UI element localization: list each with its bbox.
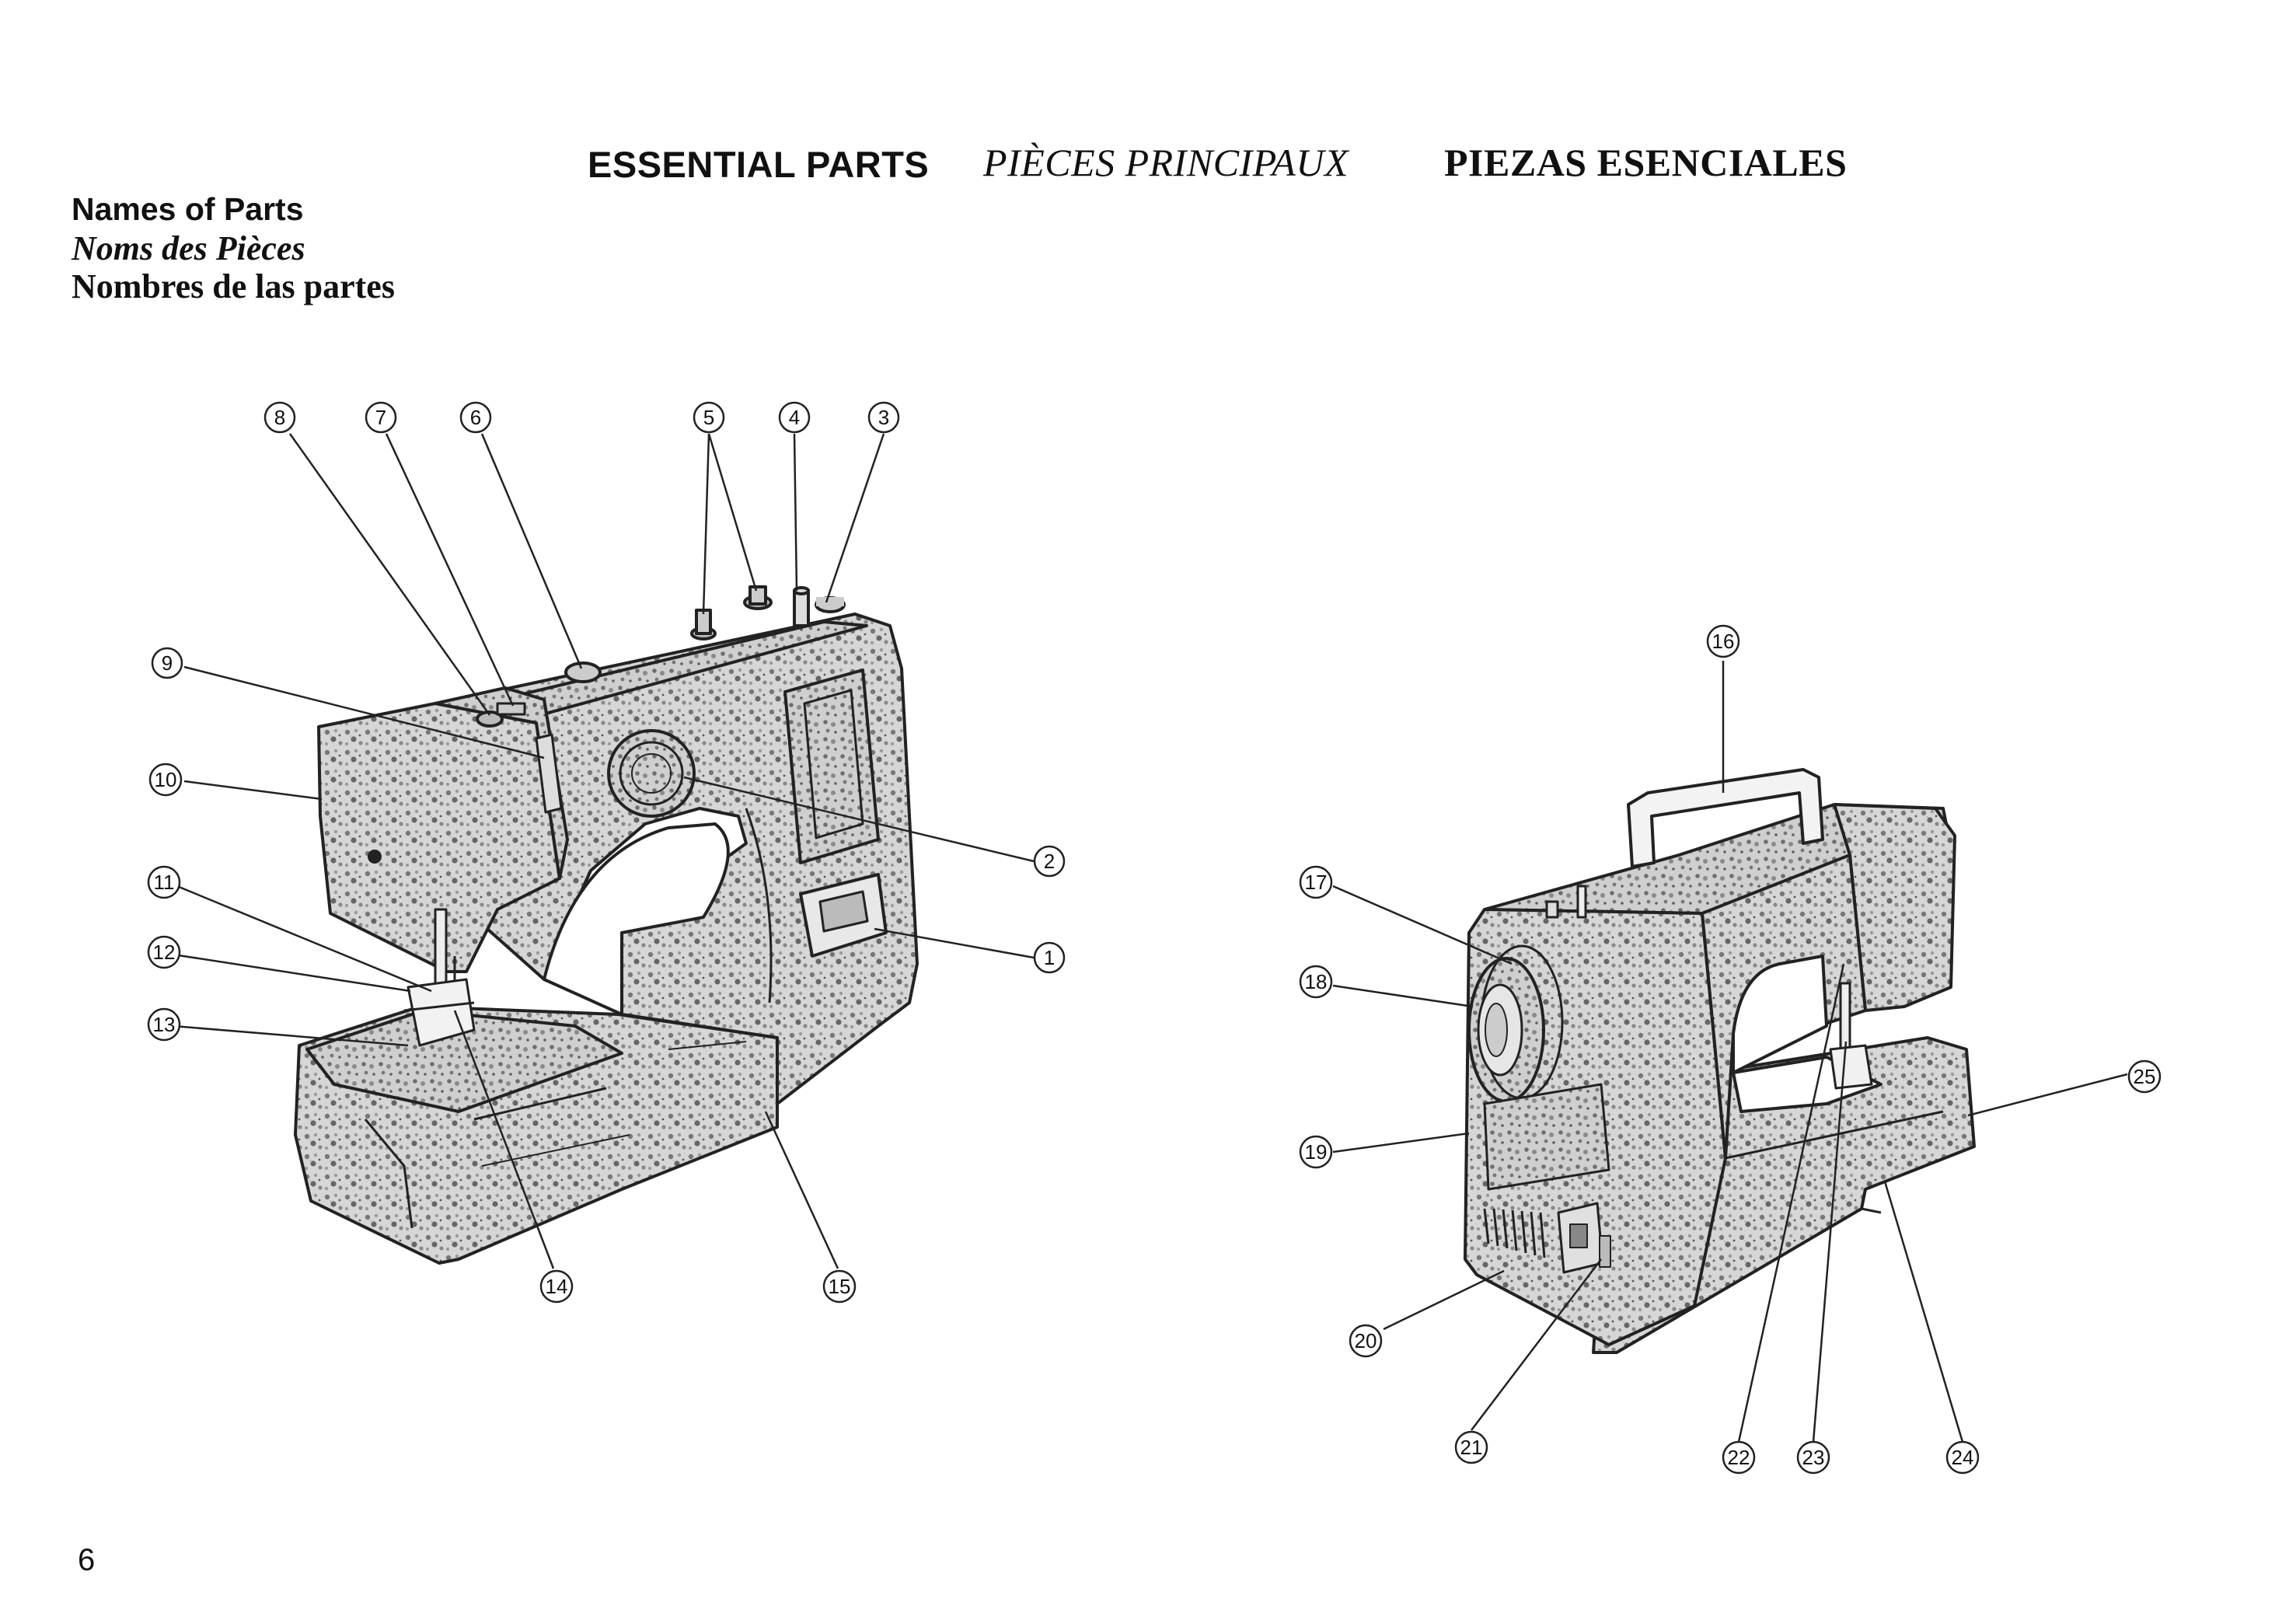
callout-14: 14 <box>539 1269 574 1304</box>
callout-11: 11 <box>147 865 181 899</box>
callout-6-label: 6 <box>470 406 481 429</box>
callout-7: 7 <box>365 401 397 434</box>
machine-front-view <box>294 585 919 1265</box>
callout-5: 5 <box>693 401 725 434</box>
callout-20-label: 20 <box>1355 1329 1377 1352</box>
title-english: ESSENTIAL PARTS <box>588 144 930 185</box>
callout-9: 9 <box>151 647 183 679</box>
callout-18: 18 <box>1299 965 1333 999</box>
callout-20: 20 <box>1349 1324 1383 1358</box>
callout-5-label: 5 <box>703 406 714 429</box>
callout-18-label: 18 <box>1305 970 1328 993</box>
callouts: 1 2 3 4 5 6 7 8 9 10 11 12 13 14 15 16 1… <box>147 401 2162 1475</box>
callout-24-label: 24 <box>1952 1446 1974 1469</box>
callout-21-label: 21 <box>1460 1436 1483 1459</box>
machine-rear-view <box>1464 768 1976 1354</box>
callout-13-label: 13 <box>153 1013 176 1036</box>
callout-25: 25 <box>2127 1059 2162 1094</box>
callout-6: 6 <box>459 401 492 434</box>
callout-19-label: 19 <box>1305 1140 1328 1164</box>
callout-1: 1 <box>1033 941 1066 974</box>
callout-7-label: 7 <box>375 406 386 429</box>
title-french: PIÈCES PRINCIPAUX <box>983 141 1349 184</box>
callout-4-label: 4 <box>789 406 800 429</box>
callout-13: 13 <box>147 1007 181 1042</box>
callout-19: 19 <box>1299 1135 1333 1169</box>
callout-22: 22 <box>1722 1440 1756 1475</box>
callout-12-label: 12 <box>153 941 176 964</box>
callout-16: 16 <box>1706 624 1740 658</box>
callout-10: 10 <box>148 763 183 797</box>
callout-17: 17 <box>1299 865 1333 899</box>
callout-23: 23 <box>1796 1440 1830 1475</box>
callout-22-label: 22 <box>1728 1446 1750 1469</box>
callout-9-label: 9 <box>162 651 173 675</box>
callout-11-label: 11 <box>154 871 175 894</box>
callout-10-label: 10 <box>155 768 177 791</box>
callout-8: 8 <box>263 401 296 434</box>
callout-1-label: 1 <box>1044 946 1055 969</box>
subtitle-french: Noms des Pièces <box>72 229 305 267</box>
callout-15: 15 <box>822 1269 857 1304</box>
callout-23-label: 23 <box>1802 1446 1825 1469</box>
callout-15-label: 15 <box>829 1275 851 1298</box>
callout-14-label: 14 <box>546 1275 568 1298</box>
subtitle-spanish: Nombres de las partes <box>72 267 395 305</box>
callout-12: 12 <box>147 935 181 969</box>
callout-2: 2 <box>1033 845 1066 878</box>
callout-16-label: 16 <box>1712 630 1735 653</box>
callout-25-label: 25 <box>2134 1065 2156 1088</box>
callout-4: 4 <box>778 401 811 434</box>
callout-17-label: 17 <box>1305 871 1328 894</box>
callout-2-label: 2 <box>1044 850 1055 873</box>
callout-3-label: 3 <box>878 406 889 429</box>
callout-3: 3 <box>867 401 900 434</box>
title-spanish: PIEZAS ESENCIALES <box>1444 141 1848 184</box>
page-number: 6 <box>78 1543 96 1577</box>
subtitle-english: Names of Parts <box>72 191 304 227</box>
leader-lines <box>173 433 2128 1443</box>
callout-21: 21 <box>1454 1430 1488 1464</box>
callout-8-label: 8 <box>274 406 285 429</box>
callout-24: 24 <box>1945 1440 1980 1475</box>
